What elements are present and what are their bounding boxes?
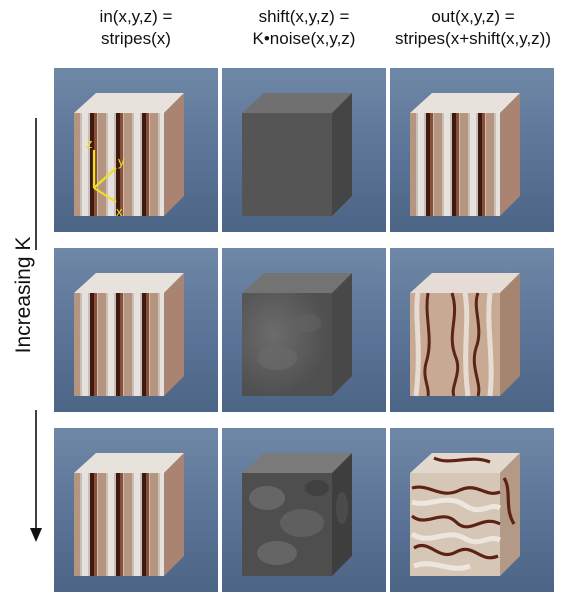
wavy-stripe-cube <box>410 273 520 397</box>
striped-cube <box>74 453 184 576</box>
increasing-k-arrow <box>30 118 42 542</box>
axis-label-z: z <box>86 136 93 151</box>
column-header-out: out(x,y,z) = stripes(x+shift(x,y,z)) <box>388 6 558 50</box>
tile-in-row3 <box>54 428 218 592</box>
axis-label-y: y <box>118 154 125 169</box>
column-header-line1: shift(x,y,z) = <box>258 7 350 26</box>
tile-in-row1: z y x <box>54 68 218 232</box>
striped-cube <box>410 93 520 216</box>
tile-out-row2 <box>390 248 554 412</box>
striped-cube <box>74 273 184 396</box>
noise-cube-light <box>242 273 352 396</box>
tile-shift-row1 <box>222 68 386 232</box>
column-header-line1: out(x,y,z) = <box>431 7 515 26</box>
tile-out-row1 <box>390 68 554 232</box>
column-header-shift: shift(x,y,z) = K•noise(x,y,z) <box>219 6 389 50</box>
column-header-line2: stripes(x) <box>101 29 171 48</box>
axis-label-x: x <box>116 204 123 219</box>
gray-cube <box>242 93 352 216</box>
side-label: Increasing K <box>12 236 35 354</box>
tile-shift-row2 <box>222 248 386 412</box>
marble-cube <box>410 453 520 576</box>
axes-gizmo: z y x <box>86 136 125 219</box>
column-header-line2: K•noise(x,y,z) <box>252 29 356 48</box>
tile-shift-row3 <box>222 428 386 592</box>
tile-in-row2 <box>54 248 218 412</box>
tile-out-row3 <box>390 428 554 592</box>
column-header-line1: in(x,y,z) = <box>99 7 173 26</box>
column-header-line2: stripes(x+shift(x,y,z)) <box>394 29 551 48</box>
noise-cube-strong <box>242 453 352 576</box>
column-header-in: in(x,y,z) = stripes(x) <box>51 6 221 50</box>
